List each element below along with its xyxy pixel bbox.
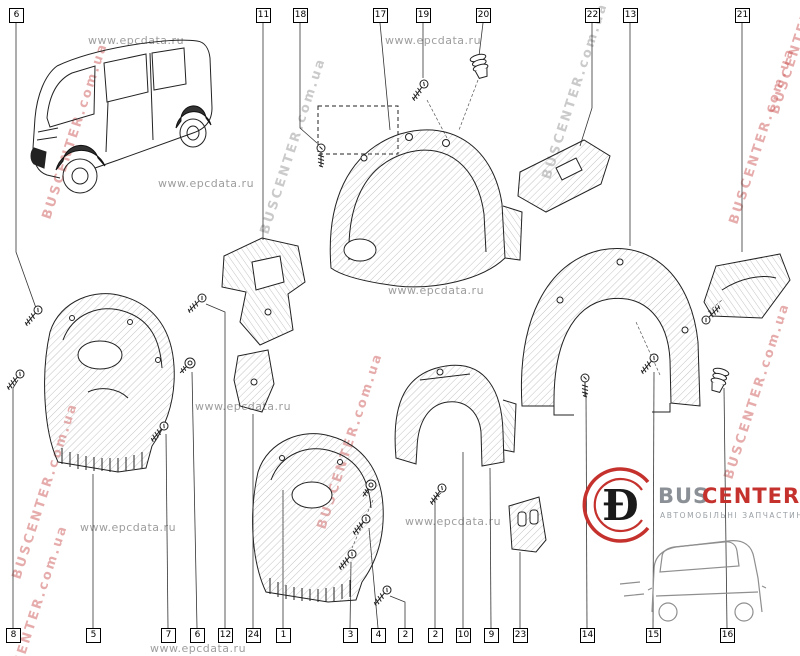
- callout-16: 16: [720, 628, 735, 643]
- callout-10: 10: [456, 628, 471, 643]
- callout-17: 17: [373, 8, 388, 23]
- callout-8: 8: [6, 628, 21, 643]
- watermark-epcdata: www.epcdata.ru: [88, 34, 184, 47]
- watermark-epcdata: www.epcdata.ru: [405, 515, 501, 528]
- clip-fastener-icon: [176, 355, 198, 377]
- callout-22: 22: [585, 8, 600, 23]
- callout-7: 7: [161, 628, 176, 643]
- callout-20: 20: [476, 8, 491, 23]
- leader-lines: [12, 22, 743, 629]
- screw-icon: [638, 351, 661, 376]
- screw-icon: [22, 303, 45, 328]
- callout-2: 2: [398, 628, 413, 643]
- part-liner-front-left: [44, 293, 175, 473]
- callout-13: 13: [623, 8, 638, 23]
- callout-19: 19: [416, 8, 431, 23]
- callout-2: 2: [428, 628, 443, 643]
- callout-9: 9: [484, 628, 499, 643]
- part-liner-rear-top: [317, 105, 523, 288]
- watermark-epcdata: www.epcdata.ru: [80, 521, 176, 534]
- callout-5: 5: [86, 628, 101, 643]
- watermark-epcdata: www.epcdata.ru: [150, 642, 246, 655]
- callout-14: 14: [580, 628, 595, 643]
- part-liner-mid: [394, 364, 517, 467]
- callout-1: 1: [276, 628, 291, 643]
- screw-icon: [580, 373, 590, 398]
- screw-icon: [185, 291, 209, 315]
- part-liner-rear-right: [520, 248, 701, 416]
- watermark-buscenter: BUSCENTER.com.ua: [40, 40, 112, 221]
- callout-6: 6: [9, 8, 24, 23]
- logo-arc-inner: [593, 477, 643, 533]
- part-bracket-small: [233, 349, 275, 413]
- callout-21: 21: [735, 8, 750, 23]
- callout-4: 4: [371, 628, 386, 643]
- logo-symbol: Đ: [602, 481, 639, 530]
- van-illustration: [30, 39, 213, 194]
- watermark-epcdata: www.epcdata.ru: [158, 177, 254, 190]
- screw-icon: [409, 77, 431, 103]
- grommet-icon: [707, 366, 731, 394]
- logo-brand-bus: BUS: [658, 484, 709, 508]
- callout-12: 12: [218, 628, 233, 643]
- callout-23: 23: [513, 628, 528, 643]
- logo-arc-outer: [582, 467, 650, 543]
- buscenter-logo: Đ BUS CENTER АВТОМОБІЛЬНІ ЗАПЧАСТИНИ: [582, 467, 800, 622]
- callout-24: 24: [246, 628, 261, 643]
- screw-icon: [427, 481, 449, 507]
- callout-3: 3: [343, 628, 358, 643]
- callout-18: 18: [293, 8, 308, 23]
- callout-6: 6: [190, 628, 205, 643]
- watermark-buscenter: BUSCENTER.com.ua: [722, 300, 794, 481]
- callout-11: 11: [256, 8, 271, 23]
- grommet-icon: [468, 52, 492, 80]
- screw-icon: [4, 367, 27, 392]
- part-mudflap: [508, 496, 547, 553]
- callout-15: 15: [646, 628, 661, 643]
- logo-van-sketch: [619, 540, 767, 622]
- logo-brand-center: CENTER: [702, 484, 800, 508]
- part-bracket-upper: [221, 237, 306, 346]
- watermark-epcdata: www.epcdata.ru: [385, 34, 481, 47]
- screw-icon: [316, 143, 326, 168]
- part-panel-rear-upper: [517, 139, 611, 213]
- logo-tagline: АВТОМОБІЛЬНІ ЗАПЧАСТИНИ: [660, 511, 800, 520]
